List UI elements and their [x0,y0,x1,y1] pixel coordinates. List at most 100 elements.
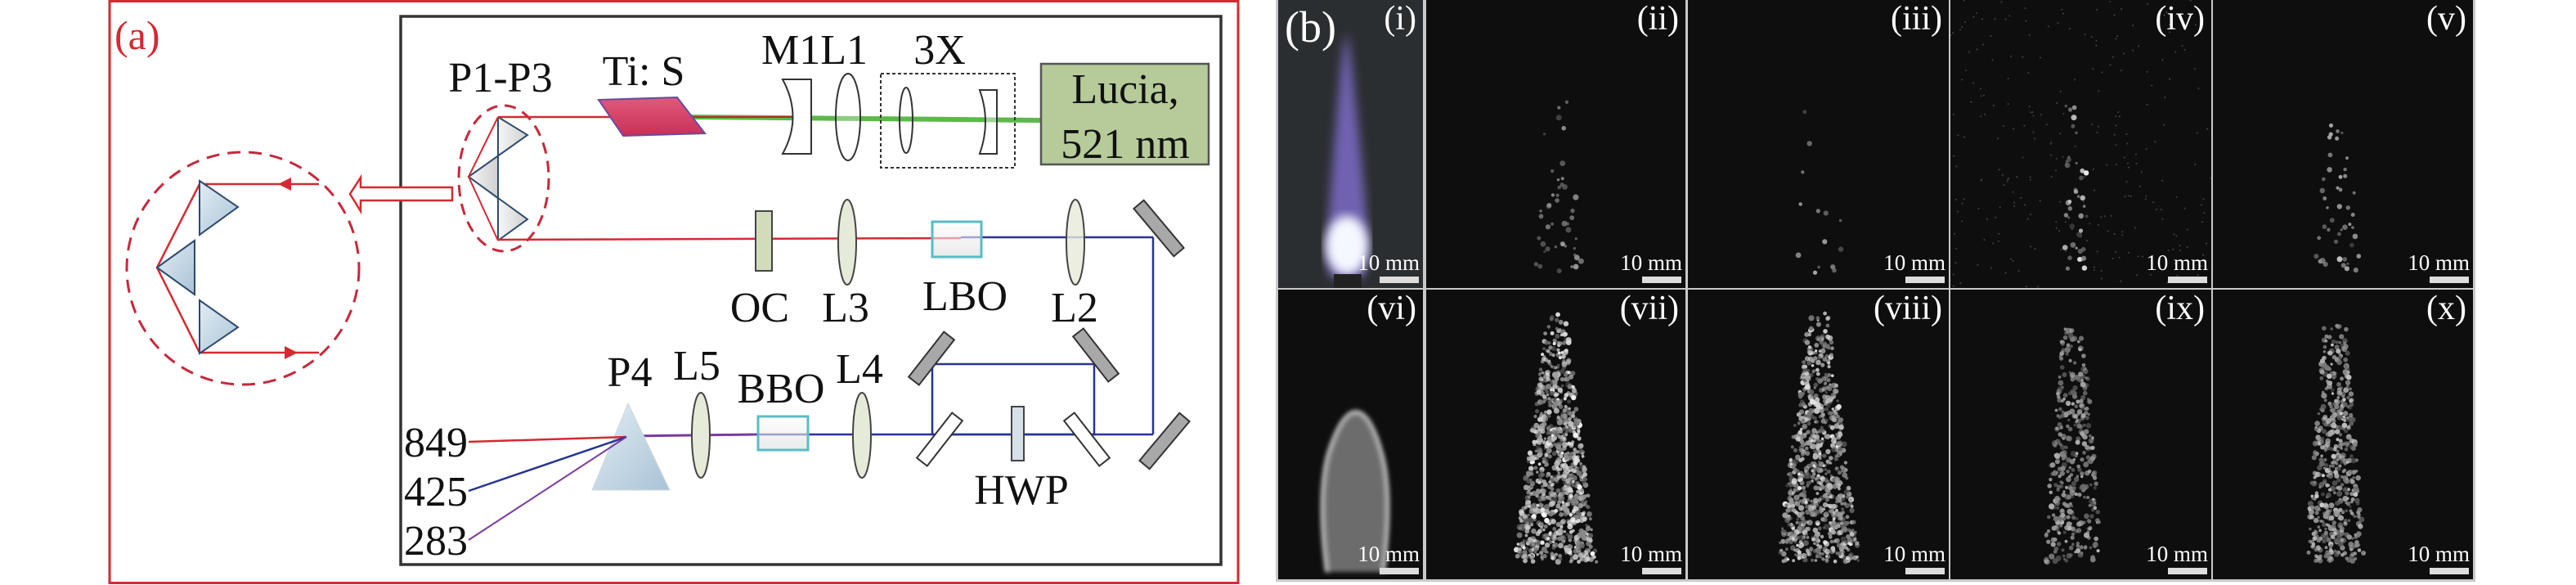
particle-spot [1830,346,1834,350]
particle-spot [1807,345,1812,349]
particle-spot [1559,448,1564,452]
particle-spot [1824,407,1829,412]
noise-speck [2115,115,2117,118]
particle-spot [1788,471,1793,477]
noise-speck [2201,221,2203,223]
particle-spot [2328,132,2333,137]
noise-speck [1980,95,1982,97]
particle-spot [1581,512,1586,516]
particle-spot [1822,239,1828,245]
particle-spot [1831,478,1836,483]
particle-spot [1528,554,1531,557]
particle-spot [2343,173,2348,178]
image-label: (vi) [1367,290,1416,327]
particle-spot [1573,449,1578,454]
particle-spot [2344,518,2348,522]
particle-spot [2321,177,2326,182]
particle-spot [1824,434,1829,439]
flame-image-5: (v)10 mm [2213,0,2473,288]
noise-speck [2029,176,2031,178]
particle-spot [2047,515,2051,520]
particle-spot [1789,462,1793,466]
noise-speck [2123,156,2125,159]
particle-spot [1543,524,1548,529]
particle-spot [1563,397,1567,401]
particle-spot [1793,548,1797,552]
noise-speck [2049,142,2052,145]
noise-speck [2091,124,2094,126]
particle-spot [1560,452,1564,455]
particle-spot [1586,505,1591,510]
particle-spot [2336,458,2340,461]
particle-spot [1824,468,1828,471]
noise-speck [2013,128,2015,130]
noise-speck [1983,239,1986,241]
noise-speck [2129,195,2132,197]
noise-speck [2167,250,2170,252]
particle-spot [1556,178,1560,182]
particle-spot [2049,503,2055,510]
particle-spot [1524,505,1528,510]
particle-spot [1551,222,1555,226]
particle-spot [2354,515,2358,518]
particle-spot [1529,478,1533,482]
particle-spot [1538,373,1542,376]
beam-red-middle [497,236,962,241]
particle-spot [1825,459,1829,463]
particle-spot [2329,544,2333,548]
noise-speck [2095,39,2098,42]
prism-inset [125,151,361,386]
particle-spot [2342,224,2348,231]
particle-spot [2345,491,2349,496]
particle-spot [2337,443,2343,449]
particle-spot [2070,389,2076,395]
particle-spot [2356,254,2362,259]
particle-spot [2066,515,2071,520]
particle-spot [1831,446,1838,452]
particle-spot [2077,249,2083,254]
lens-l1 [835,73,861,161]
particle-spot [2046,539,2051,544]
particle-spot [1526,456,1530,460]
noise-speck [1979,88,1981,90]
particle-spot [2049,553,2055,560]
particle-spot [1837,512,1843,518]
particle-spot [2069,223,2075,229]
noise-speck [2122,52,2125,55]
noise-speck [2039,200,2041,202]
particle-spot [1573,506,1577,511]
particle-spot [1574,466,1578,469]
noise-speck [2032,115,2035,117]
particle-spot [2057,394,2061,399]
particle-spot [1537,480,1542,484]
particle-spot [1794,501,1801,506]
particle-spot [2075,246,2078,250]
particle-spot [1802,425,1806,429]
particle-spot [2331,524,2336,529]
particle-spot [1576,543,1582,550]
particle-spot [1577,429,1581,433]
bbo-crystal [756,415,810,452]
noise-speck [2002,124,2004,127]
noise-speck [2138,45,2140,47]
particle-spot [2331,453,2336,459]
particle-spot [1838,218,1842,223]
particle-spot [1560,384,1564,388]
particle-spot [1820,428,1825,433]
particle-spot [1576,470,1582,476]
image-label: (i) [1384,0,1416,38]
particle-spot [2309,527,2312,531]
noise-speck [2034,137,2036,140]
particle-spot [1793,494,1800,501]
particle-spot [2080,484,2086,490]
ti-sapphire-crystal [597,96,707,137]
particle-spot [2088,434,2092,438]
particle-spot [2346,370,2350,374]
flame-image-4: (iv)10 mm [1950,0,2211,288]
noise-speck [2154,141,2156,143]
particle-spot [1544,340,1549,345]
particle-spot [1808,389,1815,395]
particle-spot [1826,549,1829,552]
particle-spot [1816,467,1820,471]
noise-speck [2203,212,2206,214]
